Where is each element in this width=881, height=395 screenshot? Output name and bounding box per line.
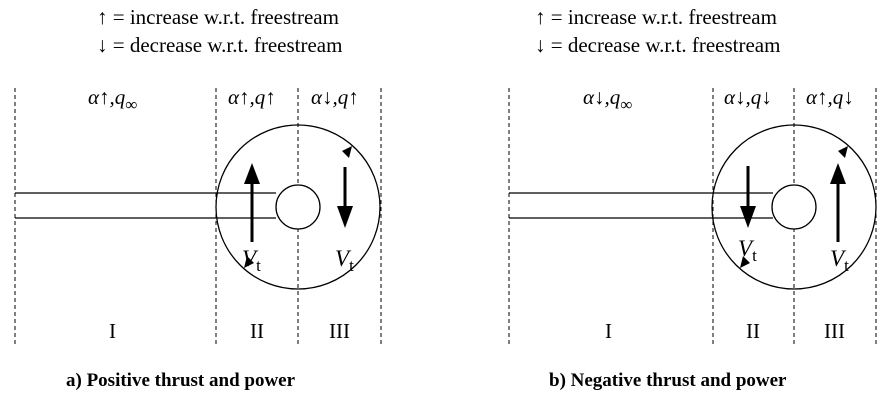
- propeller-disc: [215, 124, 381, 290]
- propeller-disc: [711, 124, 877, 290]
- region-ii-condition: α↓,q↓: [724, 85, 772, 109]
- legend-decrease: ↓ = decrease w.r.t. freestream: [97, 33, 342, 57]
- region-iii-label: III: [329, 319, 350, 343]
- legend-increase: ↑ = increase w.r.t. freestream: [535, 5, 777, 29]
- region-i-condition: α↓,q∞: [583, 85, 632, 114]
- vt-left-arrowhead-down-icon: [740, 206, 756, 228]
- panel-b-svg: ↑ = increase w.r.t. freestream ↓ = decre…: [508, 5, 877, 391]
- vt-right-label: Vt: [335, 246, 354, 275]
- region-iii-condition: α↓,q↑: [311, 85, 359, 109]
- panel-b-caption: b) Negative thrust and power: [549, 370, 787, 391]
- diagram-panel-b: ↑ = increase w.r.t. freestream ↓ = decre…: [440, 0, 880, 395]
- diagram-panel-a: ↑ = increase w.r.t. freestream ↓ = decre…: [0, 0, 440, 395]
- vt-left-arrowhead-up-icon: [244, 163, 260, 184]
- vt-left-label: Vt: [242, 246, 261, 275]
- vt-right-arrowhead-down-icon: [337, 206, 353, 228]
- region-i-label: I: [109, 319, 116, 343]
- legend-decrease: ↓ = decrease w.r.t. freestream: [535, 33, 780, 57]
- panel-a-svg: ↑ = increase w.r.t. freestream ↓ = decre…: [14, 5, 382, 391]
- panel-a-caption: a) Positive thrust and power: [66, 370, 296, 391]
- region-i-condition: α↑,q∞: [88, 85, 137, 114]
- region-i-label: I: [605, 319, 612, 343]
- legend-increase: ↑ = increase w.r.t. freestream: [97, 5, 339, 29]
- region-ii-label: II: [746, 319, 760, 343]
- spinner-hub: [275, 184, 321, 230]
- rotation-arrow-bottom-icon: [740, 256, 750, 268]
- region-ii-condition: α↑,q↑: [228, 85, 276, 109]
- rotation-arrow-top-icon: [342, 146, 352, 158]
- region-ii-label: II: [250, 319, 264, 343]
- rotation-arrow-bottom-icon: [244, 256, 254, 268]
- spinner-hub: [771, 184, 817, 230]
- vt-right-arrowhead-up-icon: [830, 163, 846, 184]
- vt-left-label: Vt: [738, 236, 757, 265]
- vt-right-label: Vt: [830, 246, 849, 275]
- region-iii-condition: α↑,q↓: [806, 85, 854, 109]
- rotation-arrow-top-icon: [838, 146, 848, 158]
- region-iii-label: III: [824, 319, 845, 343]
